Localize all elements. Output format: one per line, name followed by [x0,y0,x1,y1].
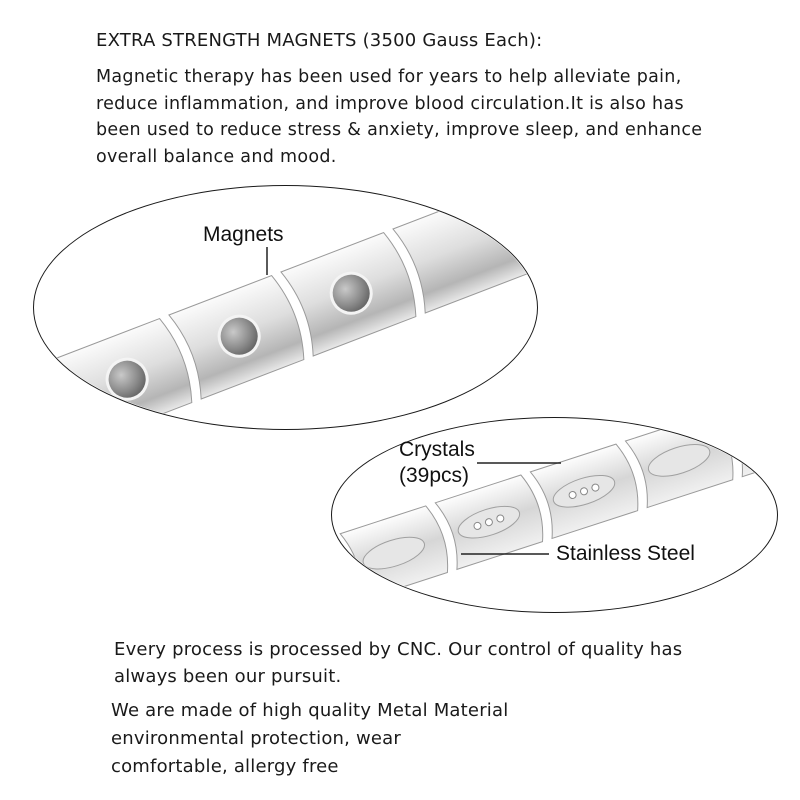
stainless-steel-callout-label: Stainless Steel [556,542,695,565]
crystals-label-line: Crystals [399,438,475,461]
material-line: We are made of high quality Metal Materi… [111,700,509,721]
page-heading: EXTRA STRENGTH MAGNETS (3500 Gauss Each)… [96,30,543,51]
crystal-bracelet-closeup [339,418,777,601]
material-line: comfortable, allergy free [111,756,339,777]
quality-line: Every process is processed by CNC. Our c… [114,639,683,660]
quality-line: always been our pursuit. [114,666,342,687]
intro-paragraph: Magnetic therapy has been used for years… [96,64,756,170]
quality-paragraph: Every process is processed by CNC. Our c… [114,636,754,690]
material-line: environmental protection, wear [111,728,402,749]
crystals-count-line: (39pcs) [399,464,470,487]
magnets-callout-label: Magnets [203,223,284,246]
intro-line: reduce inflammation, and improve blood c… [96,93,684,114]
magnet-detail-ellipse [33,185,538,430]
magnet-bracelet-closeup [56,186,537,429]
intro-line: been used to reduce stress & anxiety, im… [96,120,703,140]
intro-line: Magnetic therapy has been used for years… [96,67,682,87]
crystals-callout-label: Crystals (39pcs) [399,437,475,489]
material-paragraph: We are made of high quality Metal Materi… [111,697,571,781]
intro-line: overall balance and mood. [96,146,337,167]
crystal-detail-ellipse [331,417,778,613]
